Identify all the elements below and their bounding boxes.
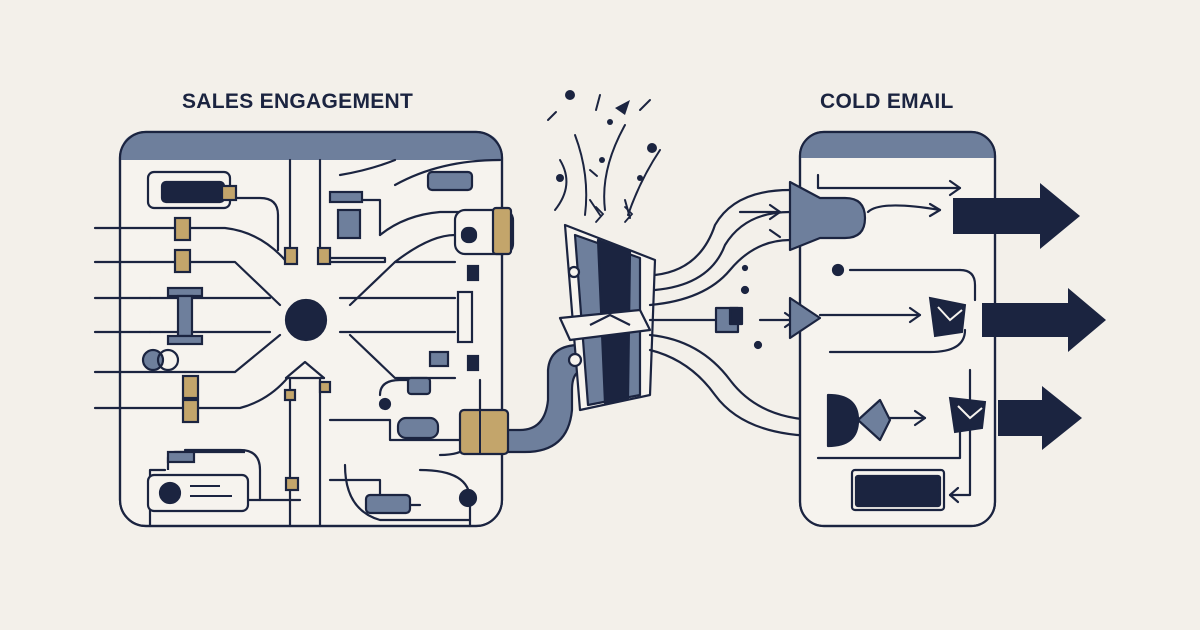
arrow-right-icon <box>982 288 1106 352</box>
cold-email-heading: COLD EMAIL <box>820 90 954 113</box>
arrow-right-icon <box>953 183 1080 249</box>
cold-email-components <box>714 180 946 512</box>
envelope-icon-top <box>928 296 967 338</box>
envelope-icon-bottom <box>948 396 987 434</box>
output-arrows <box>953 183 1106 450</box>
filter-funnel-icon <box>558 223 657 412</box>
sales-engagement-heading: SALES ENGAGEMENT <box>182 90 414 113</box>
particle-burst-icon <box>547 90 661 223</box>
hub-node-icon <box>284 298 328 342</box>
arrow-right-icon <box>998 386 1082 450</box>
sales-engagement-components <box>141 170 515 515</box>
